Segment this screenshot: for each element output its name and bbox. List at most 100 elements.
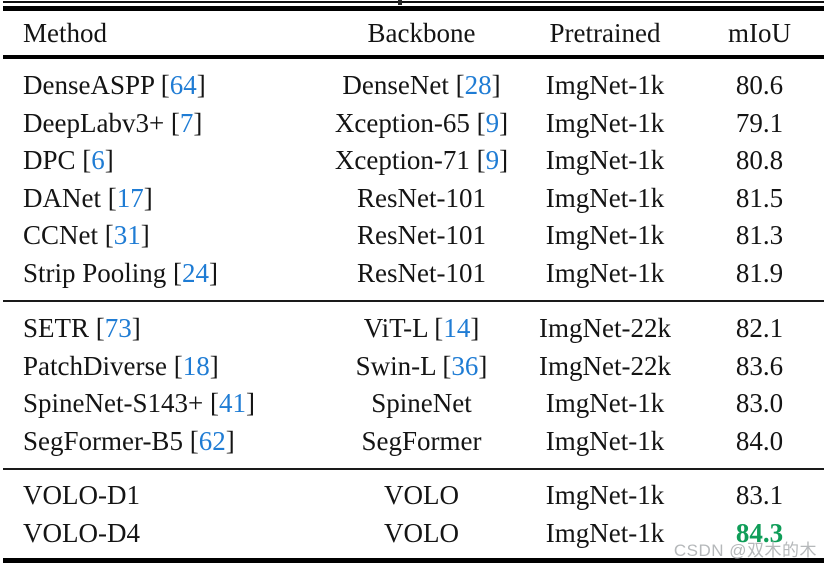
column-header-backbone: Backbone (367, 18, 476, 48)
bracket-close: ] (104, 145, 114, 175)
pretrained-cell: ImgNet-1k (545, 220, 665, 250)
backbone-name: SegFormer (361, 425, 482, 456)
citation-link[interactable]: 9 (485, 107, 500, 138)
backbone-name: DenseNet [ (342, 70, 465, 100)
backbone-cell: SpineNet (328, 385, 515, 423)
backbone-name: Swin-L [ (355, 350, 452, 381)
bracket-close: ] (491, 70, 501, 100)
method-cell: SegFormer-B5 [62] (3, 423, 328, 470)
backbone-cell: VOLO (328, 469, 515, 515)
bracket-close: ] (143, 182, 153, 213)
miou-cell-best-score: 84.3 (735, 517, 784, 548)
table-header-row: Method Backbone Pretrained mIoU (3, 9, 824, 57)
method-name: SpineNet-S143+ [ (23, 388, 219, 418)
backbone-cell: ResNet-101 (328, 255, 515, 302)
bracket-close: ] (196, 70, 206, 100)
backbone-name: Xception-65 [ (334, 107, 486, 138)
miou-cell: 79.1 (735, 107, 784, 138)
bracket-close: ] (209, 350, 219, 381)
backbone-name: ResNet-101 (357, 182, 486, 213)
citation-link[interactable]: 28 (464, 70, 492, 100)
backbone-name: ResNet-101 (357, 257, 486, 288)
backbone-cell: DenseNet [28] (328, 57, 515, 105)
miou-cell: 83.6 (735, 350, 784, 381)
table-section-cnn-methods: DenseASPP [64] DenseNet [28] ImgNet-1k 8… (3, 57, 824, 301)
bracket-close: ] (131, 313, 141, 343)
citation-link[interactable]: 73 (104, 313, 132, 343)
method-cell: DPC [6] (3, 142, 328, 180)
pretrained-cell: ImgNet-1k (545, 145, 665, 175)
table-row: PatchDiverse [18] Swin-L [36] ImgNet-22k… (3, 348, 824, 386)
column-header-method: Method (23, 18, 107, 48)
pretrained-cell: ImgNet-1k (545, 425, 665, 456)
table-row: DenseASPP [64] DenseNet [28] ImgNet-1k 8… (3, 57, 824, 105)
table-row: SETR [73] ViT-L [14] ImgNet-22k 82.1 (3, 301, 824, 348)
method-name: SETR [ (23, 313, 105, 343)
method-cell: DANet [17] (3, 180, 328, 218)
backbone-cell: VOLO (328, 515, 515, 561)
bracket-close: ] (470, 313, 480, 343)
method-cell: CCNet [31] (3, 217, 328, 255)
backbone-cell: ResNet-101 (328, 180, 515, 218)
bracket-close: ] (478, 350, 488, 381)
method-name: VOLO-D4 (23, 517, 140, 548)
citation-link[interactable]: 31 (113, 220, 141, 250)
citation-link[interactable]: 18 (182, 350, 210, 381)
citation-link[interactable]: 6 (91, 145, 105, 175)
citation-link[interactable]: 17 (116, 182, 144, 213)
backbone-cell: ViT-L [14] (328, 301, 515, 348)
method-name: PatchDiverse [ (23, 350, 183, 381)
citation-link[interactable]: 7 (179, 107, 194, 138)
column-header-pretrained: Pretrained (549, 18, 661, 48)
method-name: SegFormer-B5 [ (23, 425, 199, 456)
backbone-cell: Xception-71 [9] (328, 142, 515, 180)
table-row: VOLO-D4 VOLO ImgNet-1k 84.3 (3, 515, 824, 561)
csdn-watermark: CSDN @双木的木 (673, 541, 817, 560)
bracket-close: ] (499, 145, 509, 175)
backbone-name: VOLO (384, 480, 459, 510)
method-name: DPC [ (23, 145, 92, 175)
top-thin-rule (3, 1, 824, 3)
bracket-close: ] (140, 220, 150, 250)
miou-cell: 82.1 (735, 313, 784, 343)
pretrained-cell: ImgNet-22k (539, 313, 671, 343)
citation-link[interactable]: 41 (218, 388, 246, 418)
method-name: DeepLabv3+ [ (23, 107, 180, 138)
pretrained-cell: ImgNet-1k (545, 480, 665, 510)
pretrained-cell: ImgNet-22k (539, 350, 671, 381)
table-row: SpineNet-S143+ [41] SpineNet ImgNet-1k 8… (3, 385, 824, 423)
miou-cell: 81.9 (735, 257, 784, 288)
miou-cell: 81.3 (735, 220, 784, 250)
pretrained-cell: ImgNet-1k (545, 517, 665, 548)
citation-link[interactable]: 9 (485, 145, 500, 175)
method-cell: Strip Pooling [24] (3, 255, 328, 302)
bracket-close: ] (245, 388, 255, 418)
citation-link[interactable]: 24 (182, 257, 210, 288)
miou-comparison-table: Method Backbone Pretrained mIoU DenseASP… (3, 6, 824, 563)
backbone-name: Xception-71 [ (334, 145, 486, 175)
method-name: Strip Pooling [ (23, 257, 183, 288)
backbone-name: ViT-L [ (363, 313, 444, 343)
table-row: DPC [6] Xception-71 [9] ImgNet-1k 80.8 (3, 142, 824, 180)
miou-cell: 83.1 (735, 480, 784, 510)
backbone-name: VOLO (384, 517, 459, 548)
citation-link[interactable]: 64 (169, 70, 197, 100)
method-cell: VOLO-D1 (3, 469, 328, 515)
citation-link[interactable]: 36 (451, 350, 479, 381)
pretrained-cell: ImgNet-1k (545, 107, 665, 138)
method-cell: SpineNet-S143+ [41] (3, 385, 328, 423)
citation-link[interactable]: 14 (443, 313, 471, 343)
method-name: DenseASPP [ (23, 70, 170, 100)
backbone-name: ResNet-101 (357, 220, 486, 250)
miou-cell: 84.0 (735, 425, 784, 456)
table-row: DANet [17] ResNet-101 ImgNet-1k 81.5 (3, 180, 824, 218)
pretrained-cell: ImgNet-1k (545, 257, 665, 288)
backbone-name: SpineNet (371, 388, 472, 418)
backbone-cell: Xception-65 [9] (328, 105, 515, 143)
bracket-close: ] (209, 257, 219, 288)
cropped-caption-descender (398, 0, 402, 5)
table-row: DeepLabv3+ [7] Xception-65 [9] ImgNet-1k… (3, 105, 824, 143)
table-row: CCNet [31] ResNet-101 ImgNet-1k 81.3 (3, 217, 824, 255)
method-cell: DenseASPP [64] (3, 57, 328, 105)
citation-link[interactable]: 62 (198, 425, 226, 456)
